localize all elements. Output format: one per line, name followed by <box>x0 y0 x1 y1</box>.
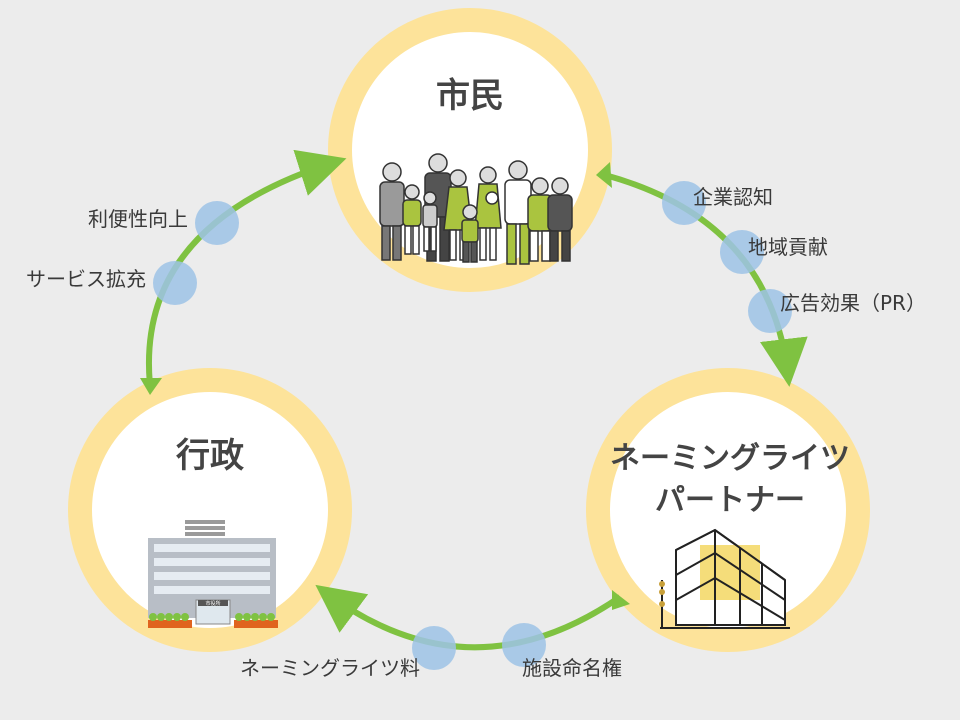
people-illustration <box>379 153 573 265</box>
dot-corporate <box>662 181 706 225</box>
dot-service <box>153 261 197 305</box>
building-sign: 市役所 <box>205 600 220 607</box>
label-corporate: 企業認知 <box>693 185 773 209</box>
label-advertising: 広告効果（PR） <box>780 291 926 315</box>
label-naming: 施設命名権 <box>522 656 622 680</box>
arrow-partner-government <box>315 584 622 651</box>
dot-naming <box>502 623 546 667</box>
partner-ring <box>586 368 870 652</box>
label-fee: ネーミングライツ料 <box>240 656 420 680</box>
label-community: 地域貢献 <box>748 235 828 259</box>
partner-building <box>659 528 790 629</box>
dot-community <box>720 230 764 274</box>
partner-title: ネーミングライツ パートナー <box>600 438 860 522</box>
partner-title-line1: ネーミングライツ <box>610 441 850 476</box>
arrow-government-citizen <box>146 149 347 386</box>
partner-title-line2: パートナー <box>655 483 805 518</box>
government-title: 行政 <box>176 436 244 476</box>
arrowhead-up-left <box>596 162 612 188</box>
label-service: サービス拡充 <box>26 267 146 291</box>
dot-advertising <box>748 289 792 333</box>
arrowhead-down-left <box>140 378 162 395</box>
city-hall-building: 市役所 <box>148 520 278 628</box>
arrowhead-down-right <box>612 590 630 610</box>
dot-fee <box>412 626 456 670</box>
dot-convenience <box>195 201 239 245</box>
citizen-title: 市民 <box>436 76 504 116</box>
label-convenience: 利便性向上 <box>88 207 188 231</box>
